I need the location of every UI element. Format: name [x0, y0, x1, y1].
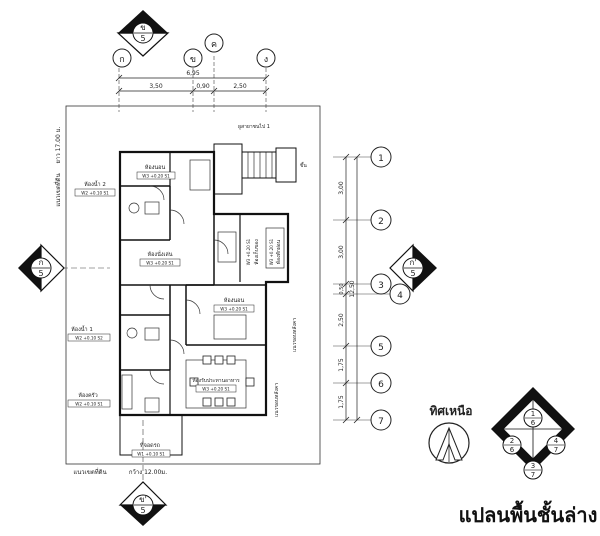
boundary-label-bottom: แนวเขตที่ดิน	[73, 468, 106, 476]
svg-text:W3 +0.20 S1: W3 +0.20 S1	[146, 261, 174, 266]
grid-label-5: 5	[378, 343, 384, 353]
room-storage: ห้องเก็บของ W3 +0.20 S1	[246, 238, 260, 265]
boundary-width-label: กว้าง 12.00ม.	[129, 469, 167, 476]
svg-text:W1 +0.10 S1: W1 +0.10 S1	[137, 452, 165, 457]
drawing-title: แปลนพื้นชั้นล่าง	[459, 500, 598, 527]
svg-text:4: 4	[554, 437, 559, 445]
room-bathroom-1: ห้องน้ำ 1 W2 +0.10 S2	[67, 325, 111, 342]
grid-label-3: 3	[378, 281, 384, 291]
north-label: ทิศเหนือ	[430, 404, 473, 418]
roof-edge-label-2: แนวขอบหลังคา	[274, 383, 280, 417]
dim-4-5: 2,50	[338, 313, 345, 327]
grid-label-7: 7	[378, 417, 384, 427]
section-key: 1 6 2 6 4 7 3 7	[491, 387, 575, 480]
up-label: ขึ้น	[300, 160, 307, 169]
svg-text:W3 +0.20 S1: W3 +0.20 S1	[220, 307, 248, 312]
top-grid: ก ข ค ง 6,95 3,50 0,90 2,50	[112, 33, 276, 112]
right-grid: 3,00 3,00 0,50 2,50 1,75 1,75 12,50 1 2 …	[333, 146, 411, 431]
svg-text:ห้องนอน: ห้องนอน	[224, 297, 245, 304]
room-kitchen: ห้องครัว W2 +0.10 S1	[67, 392, 111, 408]
section-letter: ก'	[409, 258, 416, 267]
boundary-length-label: ยาว 17.00 ม.	[55, 126, 62, 163]
room-living: ห้องนั่งเล่น W3 +0.20 S1	[139, 250, 181, 267]
svg-text:ห้องน้ำ 1: ห้องน้ำ 1	[71, 325, 93, 333]
room-carport: ที่จอดรถ W1 +0.10 S1	[131, 441, 171, 458]
grid-label-2: 2	[378, 217, 384, 227]
svg-text:3: 3	[531, 462, 535, 470]
svg-text:7: 7	[531, 471, 535, 479]
svg-text:6: 6	[531, 419, 536, 427]
svg-text:W3 +0.20 S1: W3 +0.20 S1	[246, 238, 251, 265]
grid-label-c: ค	[211, 40, 217, 50]
svg-text:ห้องน้ำ 2: ห้องน้ำ 2	[84, 180, 106, 188]
overall-depth-dim: 12,50	[349, 280, 356, 297]
section-marker-top: ข 5	[116, 10, 170, 57]
section-marker-bottom: ข' 5	[118, 420, 168, 526]
svg-text:2: 2	[510, 437, 514, 445]
dim-1: 3,50	[149, 83, 163, 90]
svg-text:W2 +0.10 S1: W2 +0.10 S1	[75, 402, 103, 407]
dim-1-2: 3,00	[338, 181, 345, 195]
room-bedroom-top: ห้องนอน W3 +0.20 S1	[136, 164, 176, 180]
svg-text:ห้องครัว: ห้องครัว	[78, 392, 97, 399]
svg-text:ที่จอดรถ: ที่จอดรถ	[140, 441, 160, 449]
svg-text:ห้องเก็บของ: ห้องเก็บของ	[252, 239, 260, 265]
grid-label-4: 4	[397, 291, 403, 301]
section-letter: ข'	[139, 495, 147, 504]
dim-3-4: 0,50	[339, 283, 345, 294]
svg-text:W3 +0.20 S1: W3 +0.20 S1	[142, 174, 170, 179]
svg-text:6: 6	[510, 446, 515, 454]
svg-text:W2 +0.10 S2: W2 +0.10 S2	[75, 336, 103, 341]
svg-text:ห้องนอน: ห้องนอน	[145, 164, 166, 171]
section-marker-right: ก' 5	[389, 243, 437, 293]
svg-text:ห้องรับประทานอาหาร: ห้องรับประทานอาหาร	[192, 377, 240, 384]
svg-text:W3 +0.20 S1: W3 +0.20 S1	[269, 238, 274, 265]
room-lounge: ห้องพักผ่อน W3 +0.20 S1	[269, 238, 282, 265]
svg-text:1: 1	[531, 410, 535, 418]
dim-6-7: 1,75	[338, 395, 345, 409]
grid-label-d: ง	[264, 55, 268, 65]
dining-chairs	[189, 355, 255, 407]
grid-label-b: ข	[190, 55, 196, 65]
room-bedroom-bottom: ห้องนอน W3 +0.20 S1	[213, 297, 255, 313]
dim-2-3: 3,00	[338, 245, 345, 259]
dim-5-6: 1,75	[338, 358, 345, 372]
dim-2: 0,90	[196, 83, 210, 90]
section-number: 5	[140, 506, 145, 515]
svg-text:ห้องพักผ่อน: ห้องพักผ่อน	[275, 239, 282, 264]
section-number: 5	[140, 34, 145, 43]
annotation-top: ผูสายาชนไป 1	[238, 123, 270, 130]
room-bathroom-2: ห้องน้ำ 2 W2 +0.10 S1	[74, 180, 116, 197]
svg-text:W3 +0.20 S1: W3 +0.20 S1	[202, 387, 230, 392]
boundary-label-left: แนวเขตที่ดิน	[54, 173, 62, 206]
grid-label-a: ก	[119, 55, 124, 65]
section-letter: ข	[140, 23, 145, 32]
section-number: 5	[38, 269, 43, 278]
dim-3: 2,50	[233, 83, 247, 90]
property-boundary	[65, 105, 321, 465]
room-labels: ห้องนอน W3 +0.20 S1 ห้องน้ำ 2 W2 +0.10 S…	[67, 164, 282, 458]
building	[118, 143, 297, 456]
north-arrow: ทิศเหนือ	[428, 404, 473, 464]
section-number: 5	[410, 269, 415, 278]
fixtures	[121, 159, 285, 413]
svg-text:W2 +0.10 S1: W2 +0.10 S1	[81, 191, 109, 196]
section-letter: ก	[39, 258, 44, 267]
grid-label-1: 1	[378, 154, 384, 164]
section-marker-left: ก 5	[18, 243, 110, 293]
grid-label-6: 6	[378, 380, 384, 390]
svg-text:ห้องนั่งเล่น: ห้องนั่งเล่น	[147, 250, 172, 258]
roof-edge-label-1: แนวขอบหลังคา	[292, 318, 298, 352]
svg-text:7: 7	[554, 446, 558, 454]
overall-width-dim: 6,95	[186, 70, 200, 77]
room-dining: ห้องรับประทานอาหาร W3 +0.20 S1	[192, 377, 240, 393]
